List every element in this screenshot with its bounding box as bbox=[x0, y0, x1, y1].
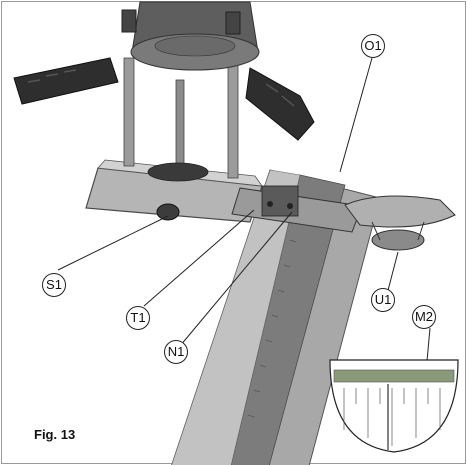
scale-indicator-strip bbox=[333, 369, 455, 383]
figure-caption: Fig. 13 bbox=[34, 427, 76, 442]
adapter-block bbox=[261, 185, 299, 217]
magnifier-inset bbox=[329, 359, 459, 453]
callout-u1: U1 bbox=[371, 288, 395, 312]
inset-scale-ticks bbox=[343, 388, 441, 446]
callout-m2: M2 bbox=[412, 305, 436, 329]
center-column bbox=[175, 79, 185, 167]
leader-lines bbox=[57, 57, 431, 373]
right-column bbox=[227, 59, 239, 179]
left-handle bbox=[13, 57, 119, 105]
rail-scale bbox=[247, 239, 297, 418]
clamp-pad bbox=[371, 229, 425, 251]
callout-o1: O1 bbox=[361, 34, 385, 58]
guide-rail-edge bbox=[171, 169, 301, 465]
base-opening bbox=[147, 162, 209, 182]
left-column bbox=[123, 57, 135, 167]
right-handle bbox=[245, 67, 315, 141]
callout-s1: S1 bbox=[42, 273, 66, 297]
fence-knob bbox=[156, 203, 180, 221]
guide-clamp bbox=[344, 195, 456, 228]
callout-t1: T1 bbox=[126, 306, 150, 330]
callout-n1: N1 bbox=[164, 340, 188, 364]
